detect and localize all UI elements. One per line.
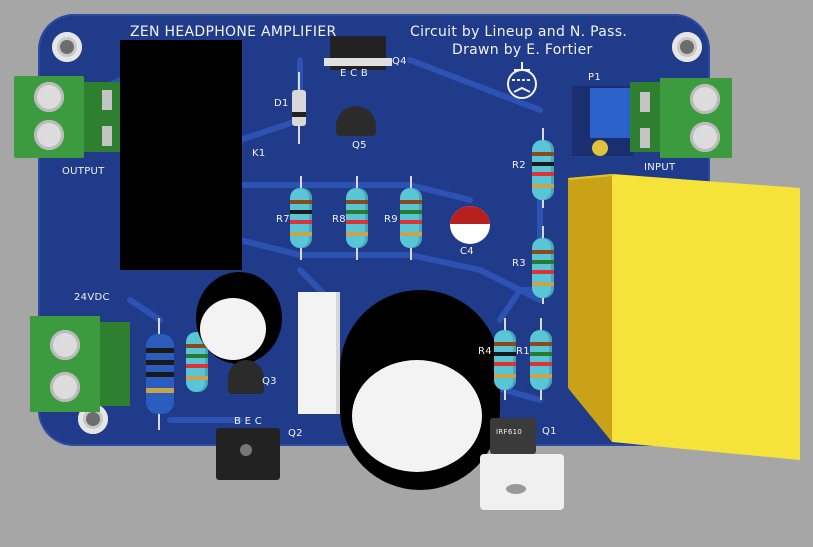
q1-transistor — [490, 418, 536, 454]
yellow-component — [568, 174, 800, 460]
tube-logo-icon — [507, 62, 537, 99]
q2-pins: B E C — [234, 416, 263, 427]
q1-label: Q1 — [542, 426, 557, 437]
resistor-r2 — [532, 140, 554, 200]
resistor-r1 — [530, 330, 552, 390]
q2-screw — [240, 444, 252, 456]
r8-label: R8 — [332, 214, 346, 225]
k1-label: K1 — [252, 148, 266, 159]
cap-left-top — [200, 298, 266, 360]
q1-heatsink-tab — [480, 454, 564, 510]
resistor-small-left — [186, 332, 208, 392]
r2-label: R2 — [512, 160, 526, 171]
diode-d1 — [292, 90, 306, 126]
output-terminal — [14, 76, 124, 158]
r9-label: R9 — [384, 214, 398, 225]
film-capacitor — [298, 292, 340, 414]
q1-text: IRF610 — [496, 428, 523, 436]
power-terminal — [30, 316, 130, 412]
r3-label: R3 — [512, 258, 526, 269]
cap-main-top — [352, 360, 482, 472]
diode-band — [292, 112, 306, 117]
q2-label: Q2 — [288, 428, 303, 439]
q5-transistor — [336, 106, 376, 136]
p1-label: P1 — [588, 72, 601, 83]
input-terminal — [630, 78, 732, 158]
input-label: INPUT — [644, 162, 676, 173]
q1-screw — [506, 484, 526, 494]
q3-transistor — [228, 360, 264, 394]
output-label: OUTPUT — [62, 166, 105, 177]
q3-label: Q3 — [262, 376, 277, 387]
c4-label: C4 — [460, 246, 474, 257]
r7-label: R7 — [276, 214, 290, 225]
q5-label: Q5 — [352, 140, 367, 151]
diode-lead-bottom — [298, 126, 300, 144]
q4-tab — [324, 58, 392, 66]
mount-hole-top-right — [672, 32, 702, 62]
credit-line-1: Circuit by Lineup and N. Pass. — [410, 24, 628, 40]
capacitor-c4 — [450, 206, 490, 244]
resistor-r8 — [346, 188, 368, 248]
resistor-r3 — [532, 238, 554, 298]
pot-screw — [592, 140, 608, 156]
resistor-r7 — [290, 188, 312, 248]
power-label: 24VDC — [74, 292, 110, 303]
q4-label: Q4 — [392, 56, 407, 67]
mount-hole-top-left — [52, 32, 82, 62]
diode-lead — [298, 72, 300, 90]
relay-k1 — [120, 40, 242, 270]
d1-label: D1 — [274, 98, 289, 109]
board-title: ZEN HEADPHONE AMPLIFIER — [130, 24, 337, 40]
big-resistor — [146, 334, 174, 414]
resistor-r9 — [400, 188, 422, 248]
r1-label: R1 — [516, 346, 530, 357]
r4-label: R4 — [478, 346, 492, 357]
pot-body — [590, 88, 632, 138]
resistor-r4 — [494, 330, 516, 390]
credit-line-2: Drawn by E. Fortier — [452, 42, 593, 58]
q4-pins: E C B — [340, 68, 369, 79]
